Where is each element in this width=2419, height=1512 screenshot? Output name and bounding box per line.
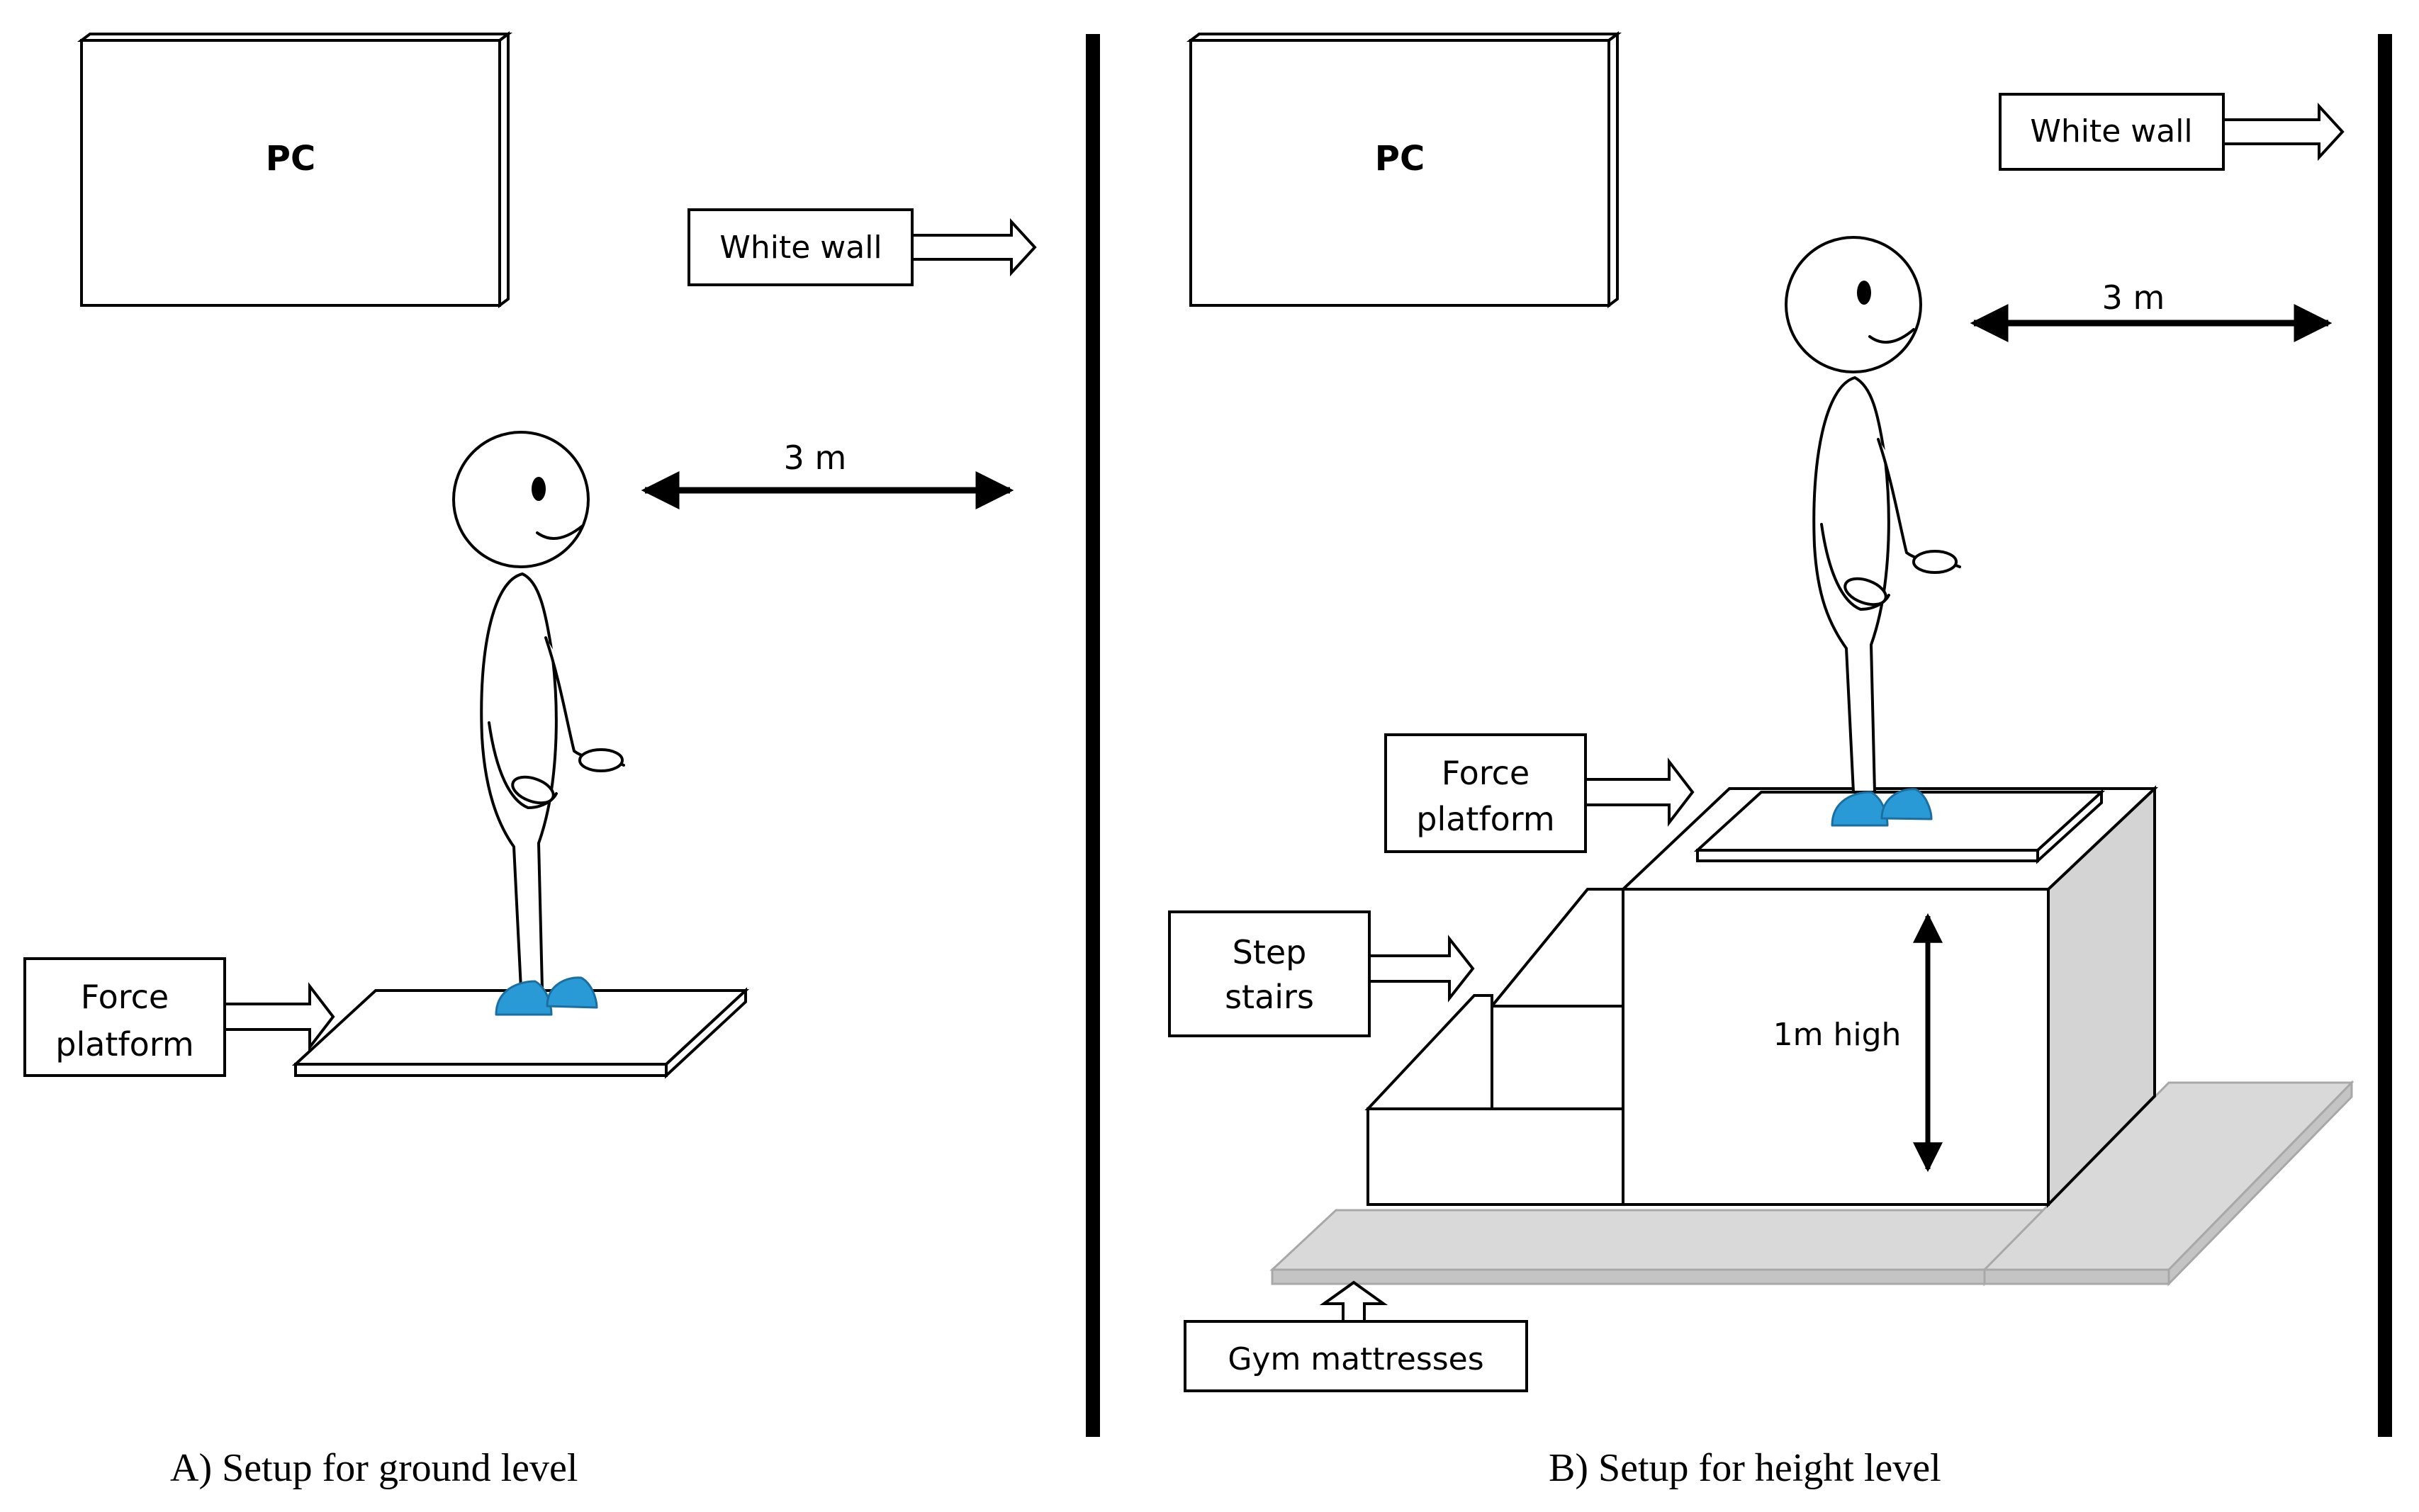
pc-label: PC: [1375, 139, 1425, 179]
caption-a: A) Setup for ground level: [170, 1446, 578, 1490]
white-wall-label: White wall: [2030, 113, 2192, 149]
shoe-right: [546, 976, 598, 1009]
stick-figure: [1785, 236, 1961, 827]
white-wall-label: White wall: [719, 230, 882, 266]
pc-box: PC: [77, 31, 512, 308]
force-platform-label-line1: Force: [1442, 754, 1530, 792]
step-stairs-label-line2: stairs: [1225, 978, 1314, 1016]
shoe-right: [1880, 788, 1933, 820]
force-platform: [1693, 789, 2106, 864]
height-label: 1m high: [1773, 1017, 1902, 1053]
panel-b: PC White wall 3 m: [1168, 31, 2355, 1490]
wall-divider: [1086, 34, 1100, 1437]
wall-right: [2378, 34, 2392, 1437]
force-platform-callout: Force platform: [23, 957, 335, 1077]
panel-a: PC White wall 3 m Force platform: [23, 31, 1037, 1490]
force-platform-label-line2: platform: [1416, 800, 1554, 838]
stick-figure: [452, 431, 625, 1016]
caption-b: B) Setup for height level: [1549, 1446, 1941, 1490]
force-platform-label-line1: Force: [81, 978, 169, 1016]
white-wall-callout: White wall: [687, 208, 1037, 286]
white-wall-callout: White wall: [1999, 93, 2345, 171]
distance-arrow: 3 m: [641, 439, 1014, 509]
distance-label: 3 m: [2102, 278, 2165, 317]
gym-mattresses: [1269, 1080, 2355, 1287]
height-arrow: 1m high: [1773, 913, 1943, 1173]
pc-label: PC: [266, 139, 315, 179]
step-stairs: [1364, 888, 1624, 1206]
force-platform-label-line2: platform: [55, 1025, 193, 1064]
step-stairs-callout: Step stairs: [1168, 910, 1475, 1037]
gym-mattresses-callout: Gym mattresses: [1184, 1280, 1528, 1392]
distance-label: 3 m: [784, 439, 847, 477]
pc-box: PC: [1186, 31, 1622, 308]
step-stairs-label-line1: Step: [1233, 933, 1307, 971]
gym-mattresses-label: Gym mattresses: [1228, 1341, 1483, 1377]
distance-arrow: 3 m: [1970, 278, 2333, 342]
force-platform-callout: Force platform: [1384, 733, 1695, 853]
force-platform: [291, 987, 750, 1079]
